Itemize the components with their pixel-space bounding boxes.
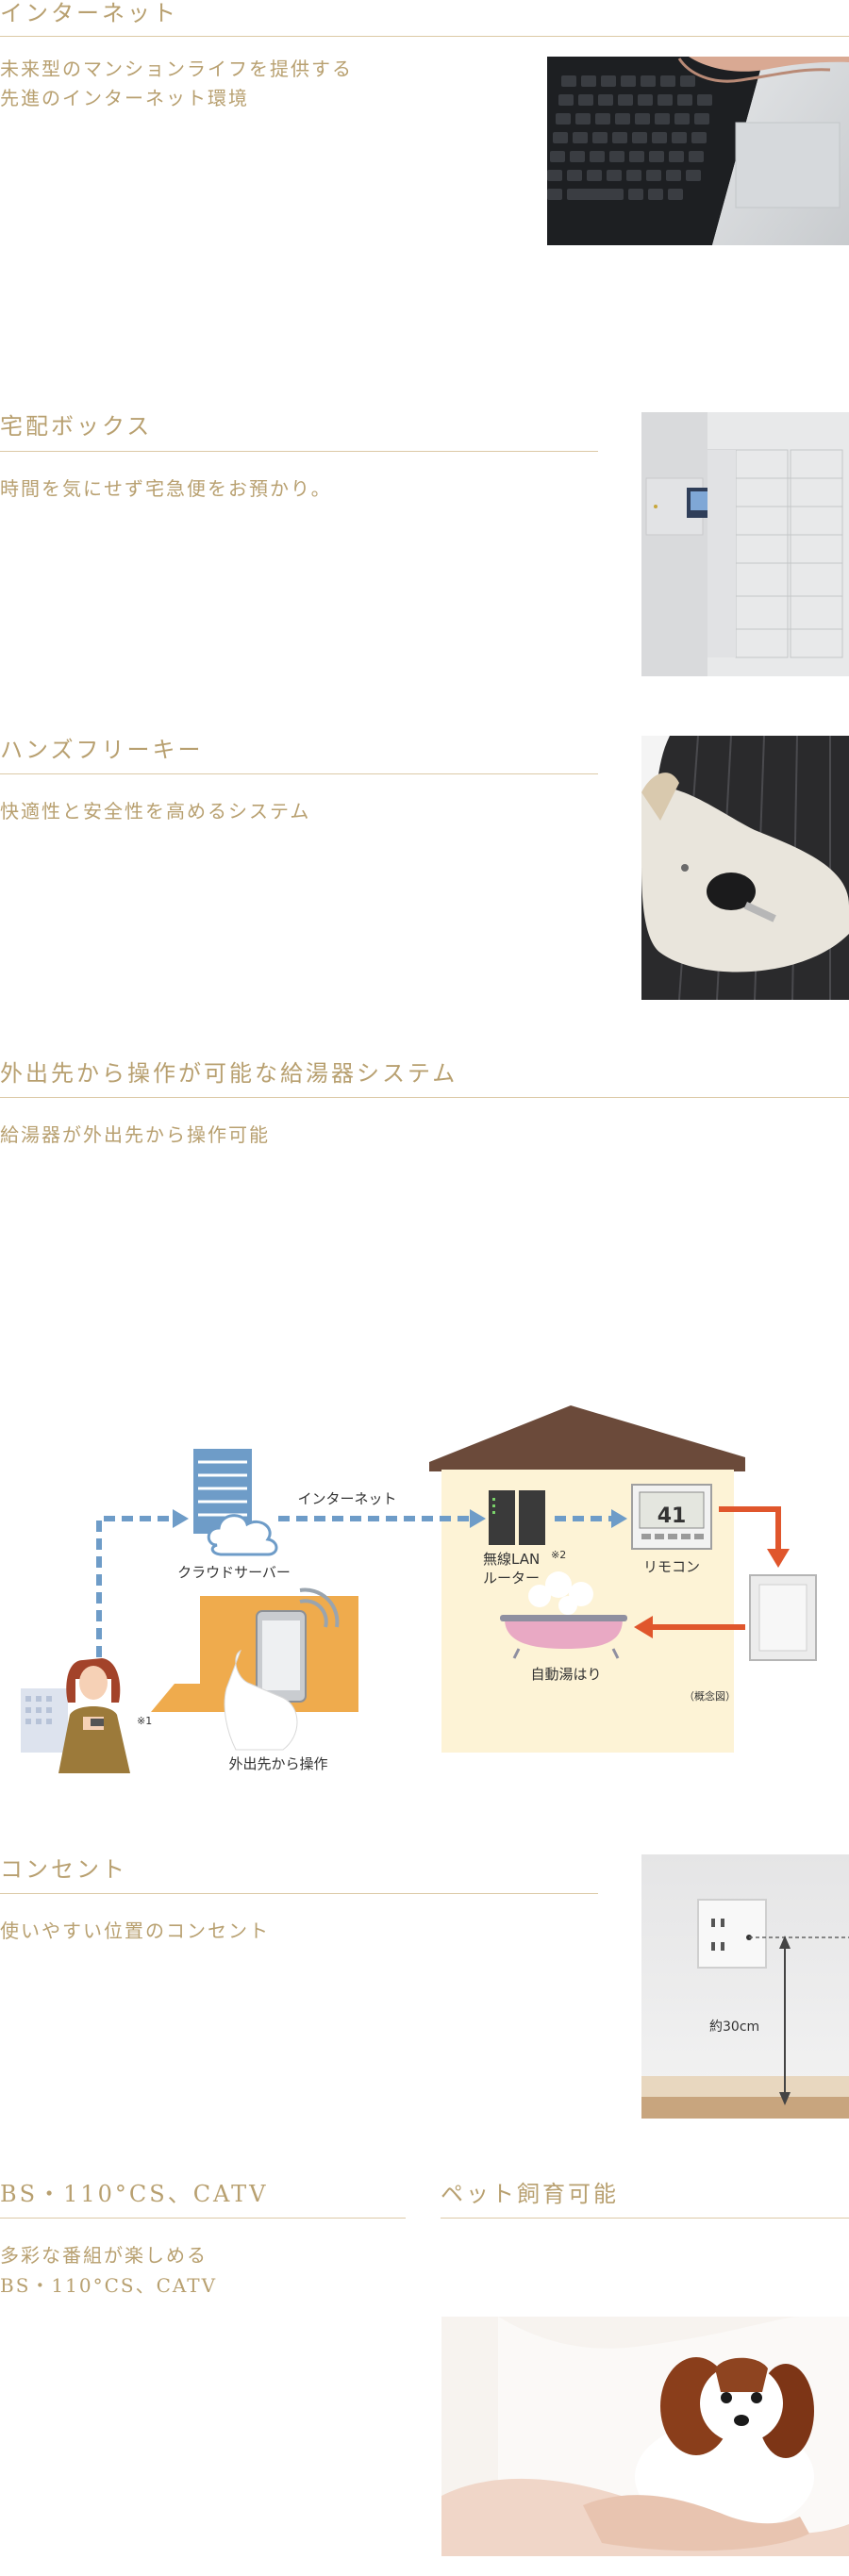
person-icon [21, 1658, 130, 1773]
laptop-keyboard-photo [547, 57, 849, 245]
pet-dog-photo [441, 2317, 849, 2556]
label-concept: （概念図） [684, 1689, 736, 1703]
cloud-icon [207, 1514, 278, 1556]
label-outside-operation: 外出先から操作 [228, 1755, 327, 1772]
label-cloud-server: クラウドサーバー [177, 1564, 291, 1581]
label-router-line1: 無線LAN [483, 1551, 540, 1568]
delivery-box-photo [641, 412, 849, 676]
handsfree-key-photo [641, 736, 849, 1000]
section-desc-tv: 多彩な番組が楽しめる BS・110°CS、CATV [0, 2244, 218, 2297]
label-router-note: ※2 [551, 1549, 566, 1561]
wifi-icon [299, 1587, 340, 1628]
outlet-height-label: 約30cm [709, 2019, 760, 2035]
section-title-tv: BS・110°CS、CATV [0, 2181, 269, 2207]
bathtub-icon [500, 1571, 627, 1659]
section-desc-water-heater: 給湯器が外出先から操作可能 [0, 1123, 270, 1146]
outlet-photo [641, 1854, 849, 2119]
label-internet: インターネット [297, 1490, 396, 1507]
section-divider [0, 773, 598, 774]
router-icon [489, 1490, 545, 1545]
section-title-delivery-box: 宅配ボックス [0, 413, 153, 440]
section-desc-delivery-box: 時間を気にせず宅急便をお預かり。 [0, 477, 332, 500]
smartphone-icon [256, 1610, 307, 1703]
section-title-outlet: コンセント [0, 1856, 127, 1883]
section-title-pet: ペット飼育可能 [441, 2181, 619, 2207]
house-roof [429, 1405, 745, 1471]
section-divider [0, 1893, 598, 1894]
outlet-icon [697, 1899, 767, 1969]
section-desc-handsfree-key: 快適性と安全性を高めるシステム [0, 800, 311, 823]
water-heater-system-diagram: インターネット クラウドサーバー 無線LAN ※2 ルーター 41 リモコン [0, 1396, 849, 1792]
section-divider [0, 36, 849, 37]
section-divider [0, 451, 598, 452]
section-divider [0, 1097, 849, 1098]
water-heater-icon [749, 1574, 817, 1661]
label-note1: ※1 [137, 1715, 152, 1727]
section-title-handsfree-key: ハンズフリーキー [0, 737, 204, 763]
label-remote: リモコン [643, 1558, 700, 1575]
section-divider [0, 2218, 406, 2219]
section-desc-internet: 未来型のマンションライフを提供する 先進のインターネット環境 [0, 58, 353, 109]
remote-control-icon [631, 1484, 712, 1550]
section-title-internet: インターネット [0, 0, 178, 26]
section-divider [441, 2218, 849, 2219]
remote-temperature: 41 [658, 1504, 687, 1528]
section-desc-outlet: 使いやすい位置のコンセント [0, 1920, 270, 1942]
label-bath: 自動湯はり [530, 1666, 601, 1683]
section-title-water-heater: 外出先から操作が可能な給湯器システム [0, 1060, 458, 1087]
label-router-line2: ルーター [483, 1570, 540, 1587]
